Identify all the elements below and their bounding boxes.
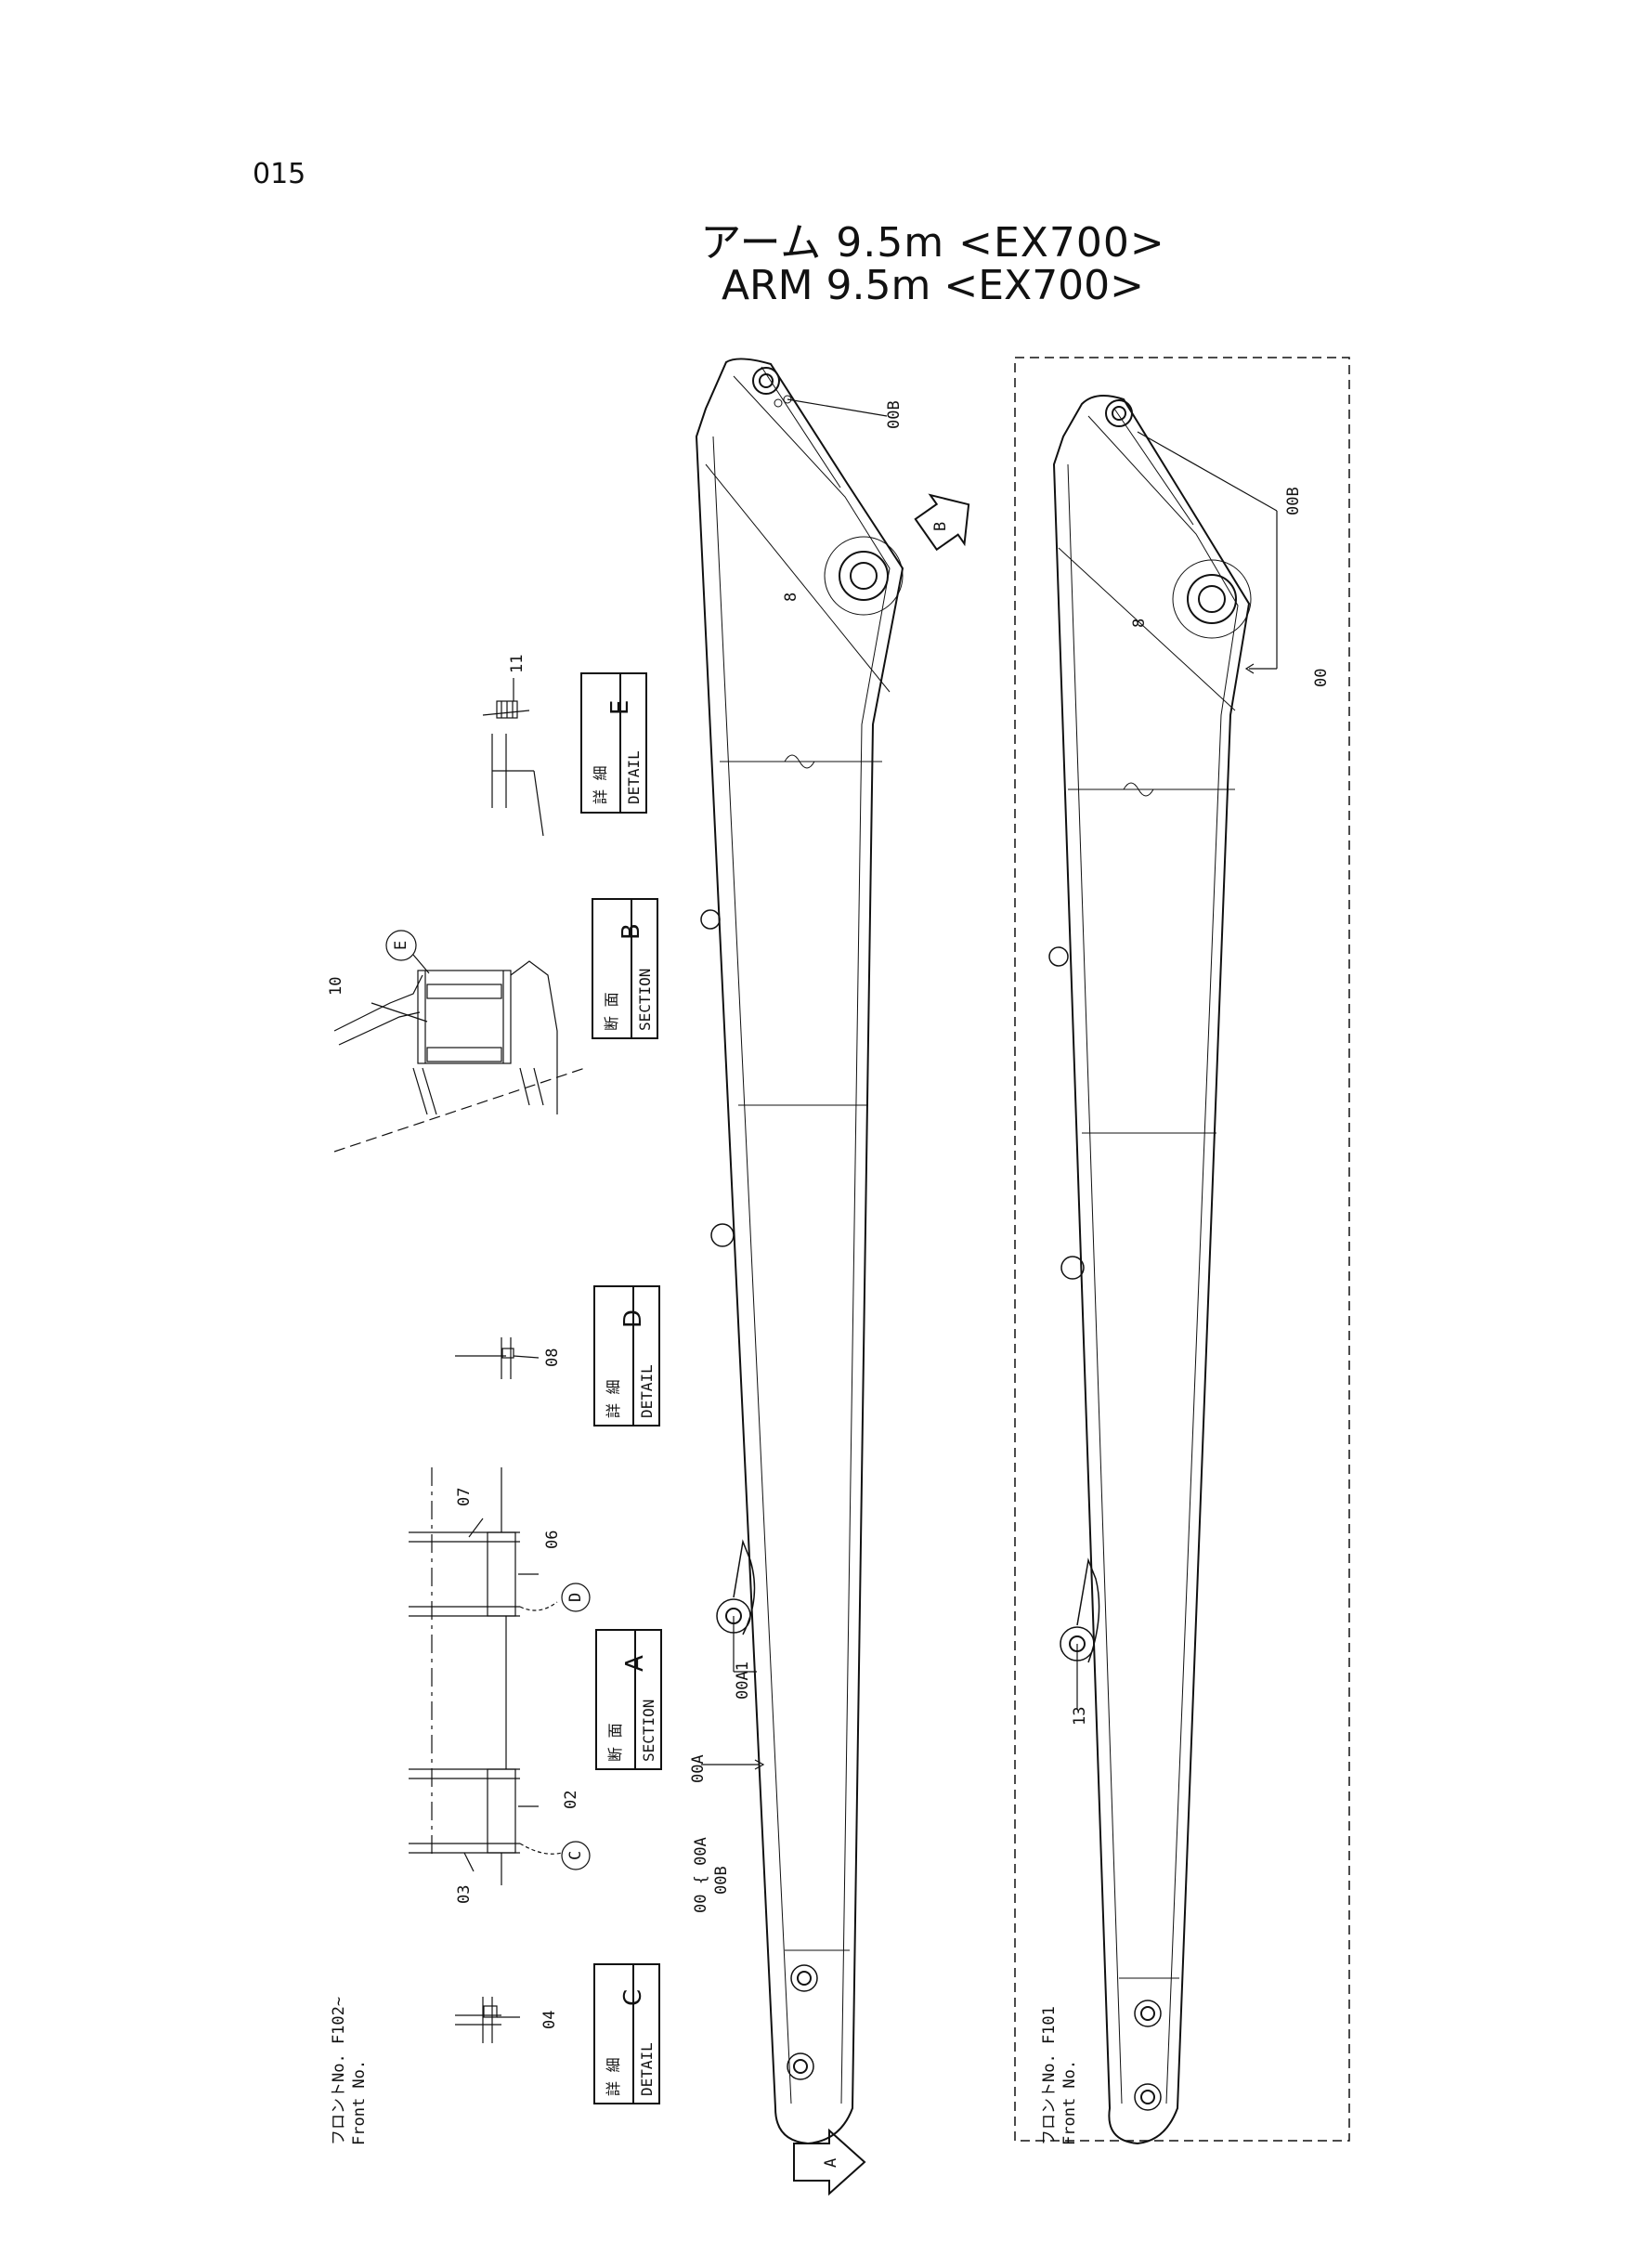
section-a-en: SECTION <box>640 1700 657 1762</box>
section-a-letter: A <box>621 1655 649 1672</box>
detail-c-sketch <box>455 1997 520 2043</box>
callout-04: 04 <box>540 2011 559 2029</box>
detail-c-jp: 詳 細 <box>605 2057 622 2096</box>
front-no-right-jp: フロントNo. F101 <box>1040 2006 1059 2145</box>
callout-06: 06 <box>543 1531 562 1549</box>
f101-frame <box>1014 357 1350 2142</box>
detail-box-texts: 詳 細 DETAIL E 断 面 SECTION B 詳 細 DETAIL D … <box>592 700 657 2096</box>
callout-11: 11 <box>508 655 527 673</box>
arrow-a-label: A <box>822 2158 840 2168</box>
callout-02: 02 <box>562 1791 580 1809</box>
front-no-right-en: Front No. <box>1060 2060 1079 2145</box>
circle-e-label: E <box>392 941 410 950</box>
front-no-labels: フロントNo. F102~ Front No. フロントNo. F101 Fro… <box>330 1997 1079 2145</box>
detail-e-en: DETAIL <box>625 750 643 804</box>
callout-03: 03 <box>455 1885 474 1904</box>
section-a-jp: 断 面 <box>606 1723 624 1762</box>
detail-d-en: DETAIL <box>638 1364 656 1418</box>
detail-box-frames <box>580 672 662 2104</box>
callout-00b-brace: 00B <box>712 1866 731 1895</box>
section-b-sketch <box>333 930 586 1153</box>
title-english: ARM 9.5m <EX700> <box>721 262 1145 309</box>
detail-c-en: DETAIL <box>638 2042 656 2096</box>
circle-d-label: D <box>566 1593 585 1602</box>
callout-labels: 00B 00B 00 00A1 00A 00 { 00A 00B 13 11 1… <box>327 400 1331 2168</box>
callout-00-right: 00 <box>1312 669 1331 687</box>
callout-07: 07 <box>455 1488 474 1506</box>
front-no-left-en: Front No. <box>350 2060 369 2145</box>
arrow-b-label: B <box>931 522 950 531</box>
arm-left <box>695 358 904 2145</box>
detail-d-jp: 詳 細 <box>605 1379 622 1418</box>
callout-00a1: 00A1 <box>734 1661 752 1700</box>
callout-00-brace: 00 { 00A <box>692 1837 710 1913</box>
callout-10: 10 <box>327 977 345 996</box>
detail-d-letter: D <box>619 1309 647 1328</box>
section-b-jp: 断 面 <box>603 992 620 1031</box>
detail-e-sketch <box>482 678 544 837</box>
circle-c-label: C <box>566 1851 585 1860</box>
weld-8-right: 8 <box>1130 619 1149 628</box>
section-b-letter: B <box>618 923 645 940</box>
detail-e-letter: E <box>606 700 634 715</box>
detail-e-jp: 詳 細 <box>592 765 609 804</box>
section-a-arrow <box>793 2128 866 2196</box>
title-japanese: アーム 9.5m <EX700> <box>700 219 1165 267</box>
callout-00b-left: 00B <box>885 400 904 429</box>
detail-c-letter: C <box>619 1989 647 2006</box>
callout-13: 13 <box>1071 1707 1089 1726</box>
arm-right <box>1048 395 1252 2145</box>
weld-8-left: 8 <box>782 593 800 602</box>
front-no-left-jp: フロントNo. F102~ <box>330 1997 348 2145</box>
section-b-en: SECTION <box>636 969 654 1031</box>
detail-d-sketch <box>455 1337 540 1379</box>
page-number: 015 <box>253 158 306 190</box>
callout-00a: 00A <box>689 1754 708 1783</box>
callout-08: 08 <box>543 1348 562 1367</box>
section-b-arrow <box>914 493 970 552</box>
section-a-sketch <box>409 1467 591 1885</box>
callout-00b-right: 00B <box>1284 487 1303 515</box>
